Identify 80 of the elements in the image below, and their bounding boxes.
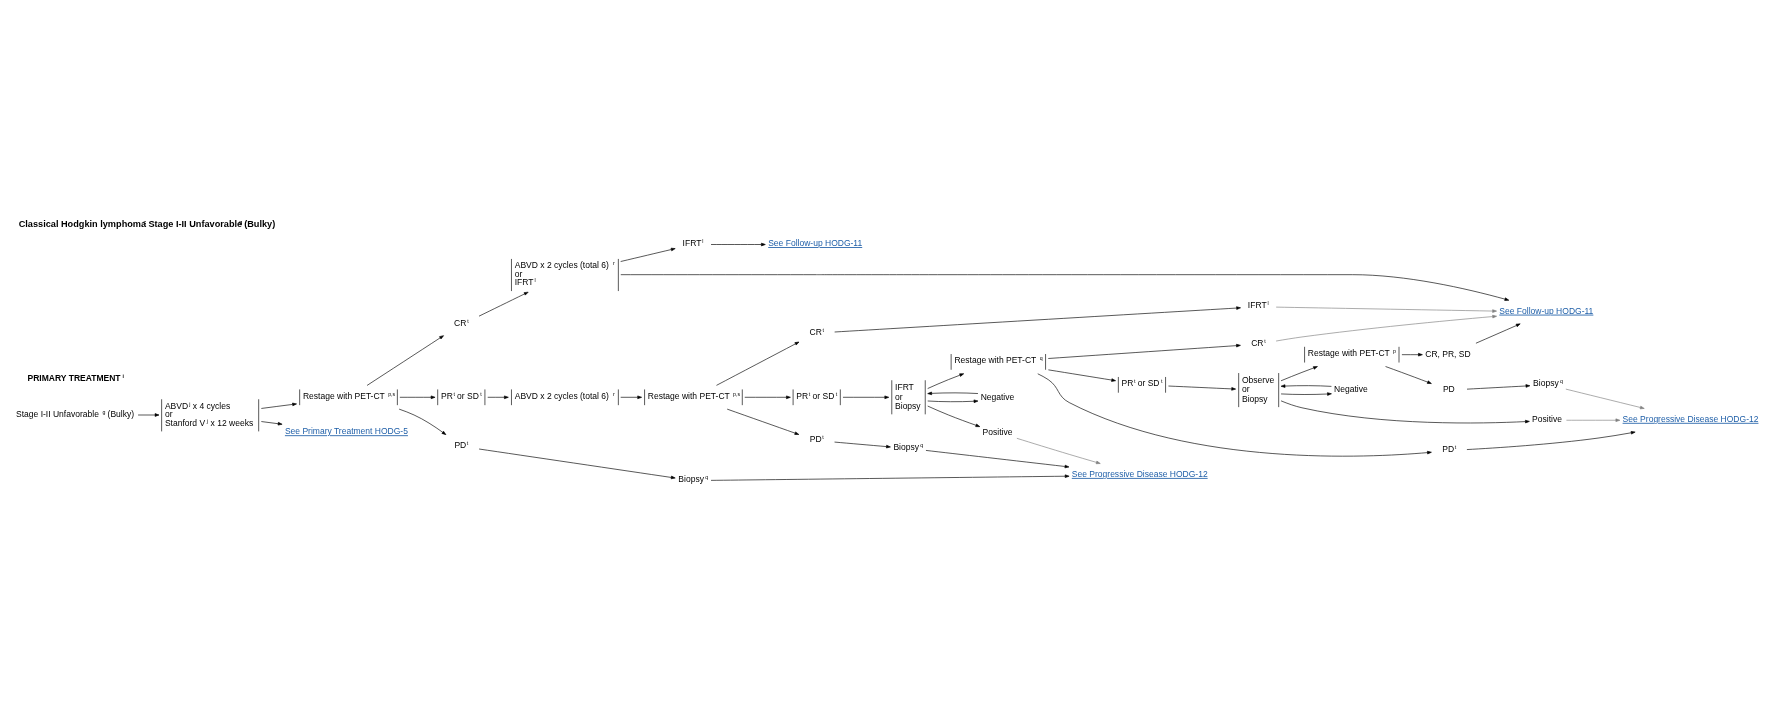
arrow xyxy=(1016,437,1101,464)
node-text: ABVD x 2 cycles (total 6)$^{r}$ or IFRT$^{l}$ xyxy=(514,259,615,287)
node-text: CR$^{t}$ xyxy=(809,326,825,337)
arrow xyxy=(1048,369,1116,382)
node-text: IFRT$^{l}$ xyxy=(682,237,704,248)
node-text: IFRT or Biopsy xyxy=(895,381,921,411)
arrow xyxy=(927,405,981,427)
arrow xyxy=(1168,385,1236,391)
label: PRIMARY TREATMENT$^{i}$ xyxy=(27,372,125,383)
node-text: CR, PR, SD xyxy=(1425,348,1471,359)
arrow xyxy=(478,448,676,479)
arrow xyxy=(1037,372,1432,456)
arrow xyxy=(834,305,1241,332)
node-text: See Primary Treatment HODG-5 xyxy=(284,425,408,436)
arrow xyxy=(1385,365,1432,384)
arrow xyxy=(1566,418,1621,422)
node-text: IFRT$^{l}$ xyxy=(1247,299,1269,310)
arrow xyxy=(366,334,444,386)
arrow xyxy=(261,420,283,425)
node-text: Stage I-II Unfavorable$^{g}$ (Bulky) xyxy=(16,408,135,419)
node-text: CR$^{t}$ xyxy=(1251,337,1266,348)
node-text: Biopsy$^{q}$ xyxy=(893,441,924,452)
node-text: See Follow-up HODG-11 xyxy=(768,237,863,248)
diagram-title: Classical Hodgkin lymphoma$^{c}$ Stage I-II Unfavorable$^{g}$ (Bulky) xyxy=(18,218,276,229)
arrow xyxy=(842,395,890,399)
arrow xyxy=(1280,400,1530,423)
arrow xyxy=(620,273,1510,301)
node-text: PR$^{t}$ or SD$^{t}$ xyxy=(1121,377,1163,388)
arrow xyxy=(620,395,642,399)
arrow xyxy=(398,408,447,435)
arrow xyxy=(710,242,766,246)
node-text: See Progressive Disease HODG-12 xyxy=(1622,413,1759,424)
arrow xyxy=(925,449,1070,468)
node-text: See Progressive Disease HODG-12 xyxy=(1071,468,1208,479)
node-text: Restage with PET-CT$^{q}$ xyxy=(954,354,1043,365)
arrow xyxy=(620,247,676,262)
arrow xyxy=(1466,430,1636,450)
node-text: CR$^{t}$ xyxy=(454,317,469,328)
arrow xyxy=(710,474,1070,481)
arrow xyxy=(726,408,800,435)
node-text: Negative xyxy=(980,391,1015,402)
node-text: Restage with PET-CT$^{p}$ xyxy=(1307,347,1397,358)
arrow xyxy=(1565,388,1645,409)
node-text: Biopsy$^{q}$ xyxy=(1533,377,1563,388)
arrow xyxy=(1280,391,1332,396)
node-text: PD$^{t}$ xyxy=(809,433,824,444)
arrow xyxy=(1047,343,1241,359)
node-text: See Follow-up HODG-11 xyxy=(1499,305,1594,316)
node-text: Negative xyxy=(1334,383,1368,394)
arrow xyxy=(716,341,800,386)
arrow xyxy=(1280,383,1332,388)
node-text: PD xyxy=(1442,383,1455,394)
arrow xyxy=(1475,323,1521,344)
arrow xyxy=(261,402,297,409)
arrow xyxy=(1275,306,1497,313)
node-text: ABVD$^{j}$ x 4 cycles or Stanford V$^{j}$ x 12 weeks xyxy=(164,400,254,428)
node-text: PR$^{t}$ or SD$^{t}$ xyxy=(796,390,838,401)
arrow xyxy=(1280,365,1318,381)
arrow xyxy=(487,395,509,399)
node-text: Biopsy$^{q}$ xyxy=(678,473,709,484)
arrow xyxy=(478,291,529,316)
node-text: Restage with PET-CT$^{p,s}$ xyxy=(647,390,741,401)
arrow xyxy=(399,395,436,399)
arrow xyxy=(927,399,979,403)
node-text: PD$^{t}$ xyxy=(454,439,469,450)
node-text: Restage with PET-CT$^{p,s}$ xyxy=(302,390,396,401)
node-text: ABVD x 2 cycles (total 6)$^{r}$ xyxy=(514,390,615,401)
arrow xyxy=(744,395,791,399)
arrow xyxy=(1275,314,1497,341)
node-text: PD$^{t}$ xyxy=(1442,443,1457,454)
arrow xyxy=(1466,383,1531,389)
arrow xyxy=(927,372,965,389)
arrow xyxy=(834,441,891,448)
arrow xyxy=(927,391,979,395)
arrow xyxy=(137,412,160,417)
node-text: Positive xyxy=(982,426,1013,437)
node-text: PR$^{t}$ or SD$^{t}$ xyxy=(440,390,482,401)
arrow xyxy=(1401,352,1423,356)
node-text: Observe or Biopsy xyxy=(1241,374,1275,403)
node-text: Positive xyxy=(1532,413,1562,424)
